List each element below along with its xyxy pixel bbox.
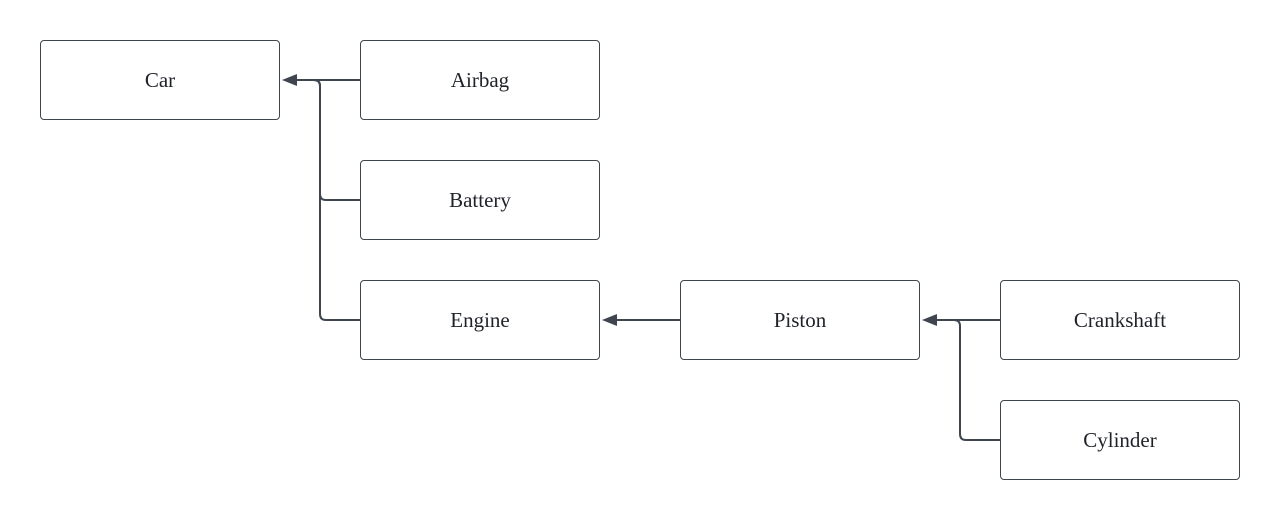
node-car[interactable]: Car: [40, 40, 280, 120]
arrowhead-piston-icon: [922, 314, 937, 326]
node-airbag-label: Airbag: [450, 67, 510, 92]
node-crankshaft[interactable]: Crankshaft: [1000, 280, 1240, 360]
node-piston[interactable]: Piston: [680, 280, 920, 360]
node-battery[interactable]: Battery: [360, 160, 600, 240]
arrowhead-engine-icon: [602, 314, 617, 326]
node-car-label: Car: [144, 67, 176, 92]
node-engine[interactable]: Engine: [360, 280, 600, 360]
node-battery-label: Battery: [449, 187, 511, 212]
node-engine-label: Engine: [450, 307, 510, 332]
arrowhead-car-icon: [282, 74, 297, 86]
edge-battery-to-car: [296, 79, 360, 201]
edge-engine-to-car: [296, 79, 360, 321]
node-piston-label: Piston: [773, 307, 827, 332]
node-airbag[interactable]: Airbag: [360, 40, 600, 120]
node-cylinder-label: Cylinder: [1083, 427, 1157, 452]
node-cylinder[interactable]: Cylinder: [1000, 400, 1240, 480]
edge-cylinder-to-piston: [936, 319, 1000, 441]
node-crankshaft-label: Crankshaft: [1073, 307, 1167, 332]
